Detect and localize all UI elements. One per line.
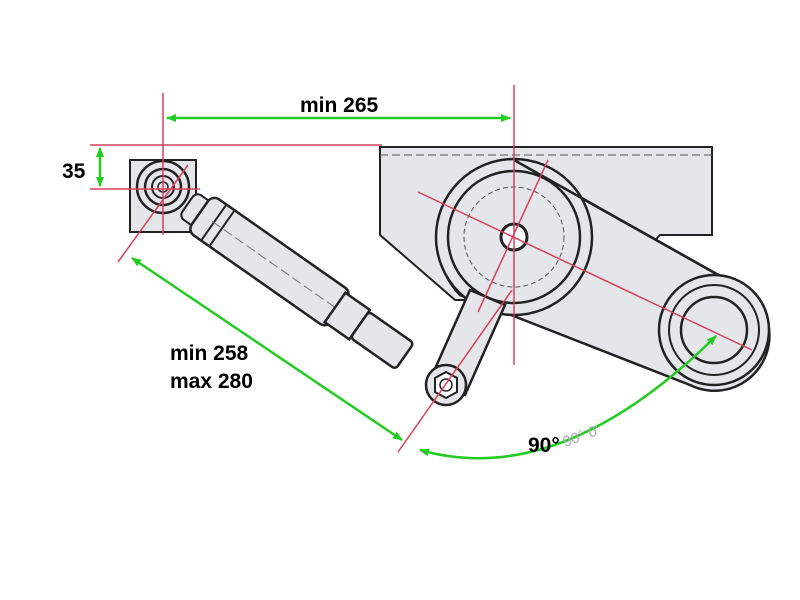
damper-length-arrow — [131, 256, 403, 442]
vertical-dimension-label: 35 — [62, 160, 86, 183]
horizontal-dimension-label: min 265 — [300, 94, 379, 117]
dimension-arrows — [96, 114, 717, 460]
angle-label: 90° — [528, 434, 560, 457]
damper-max-label: max 280 — [170, 370, 253, 393]
damper-min-label: min 258 — [170, 342, 249, 365]
faint-angle-label: 90° 0' — [561, 422, 603, 451]
link-arm — [424, 288, 507, 407]
angle-arc-arrow — [419, 335, 717, 460]
